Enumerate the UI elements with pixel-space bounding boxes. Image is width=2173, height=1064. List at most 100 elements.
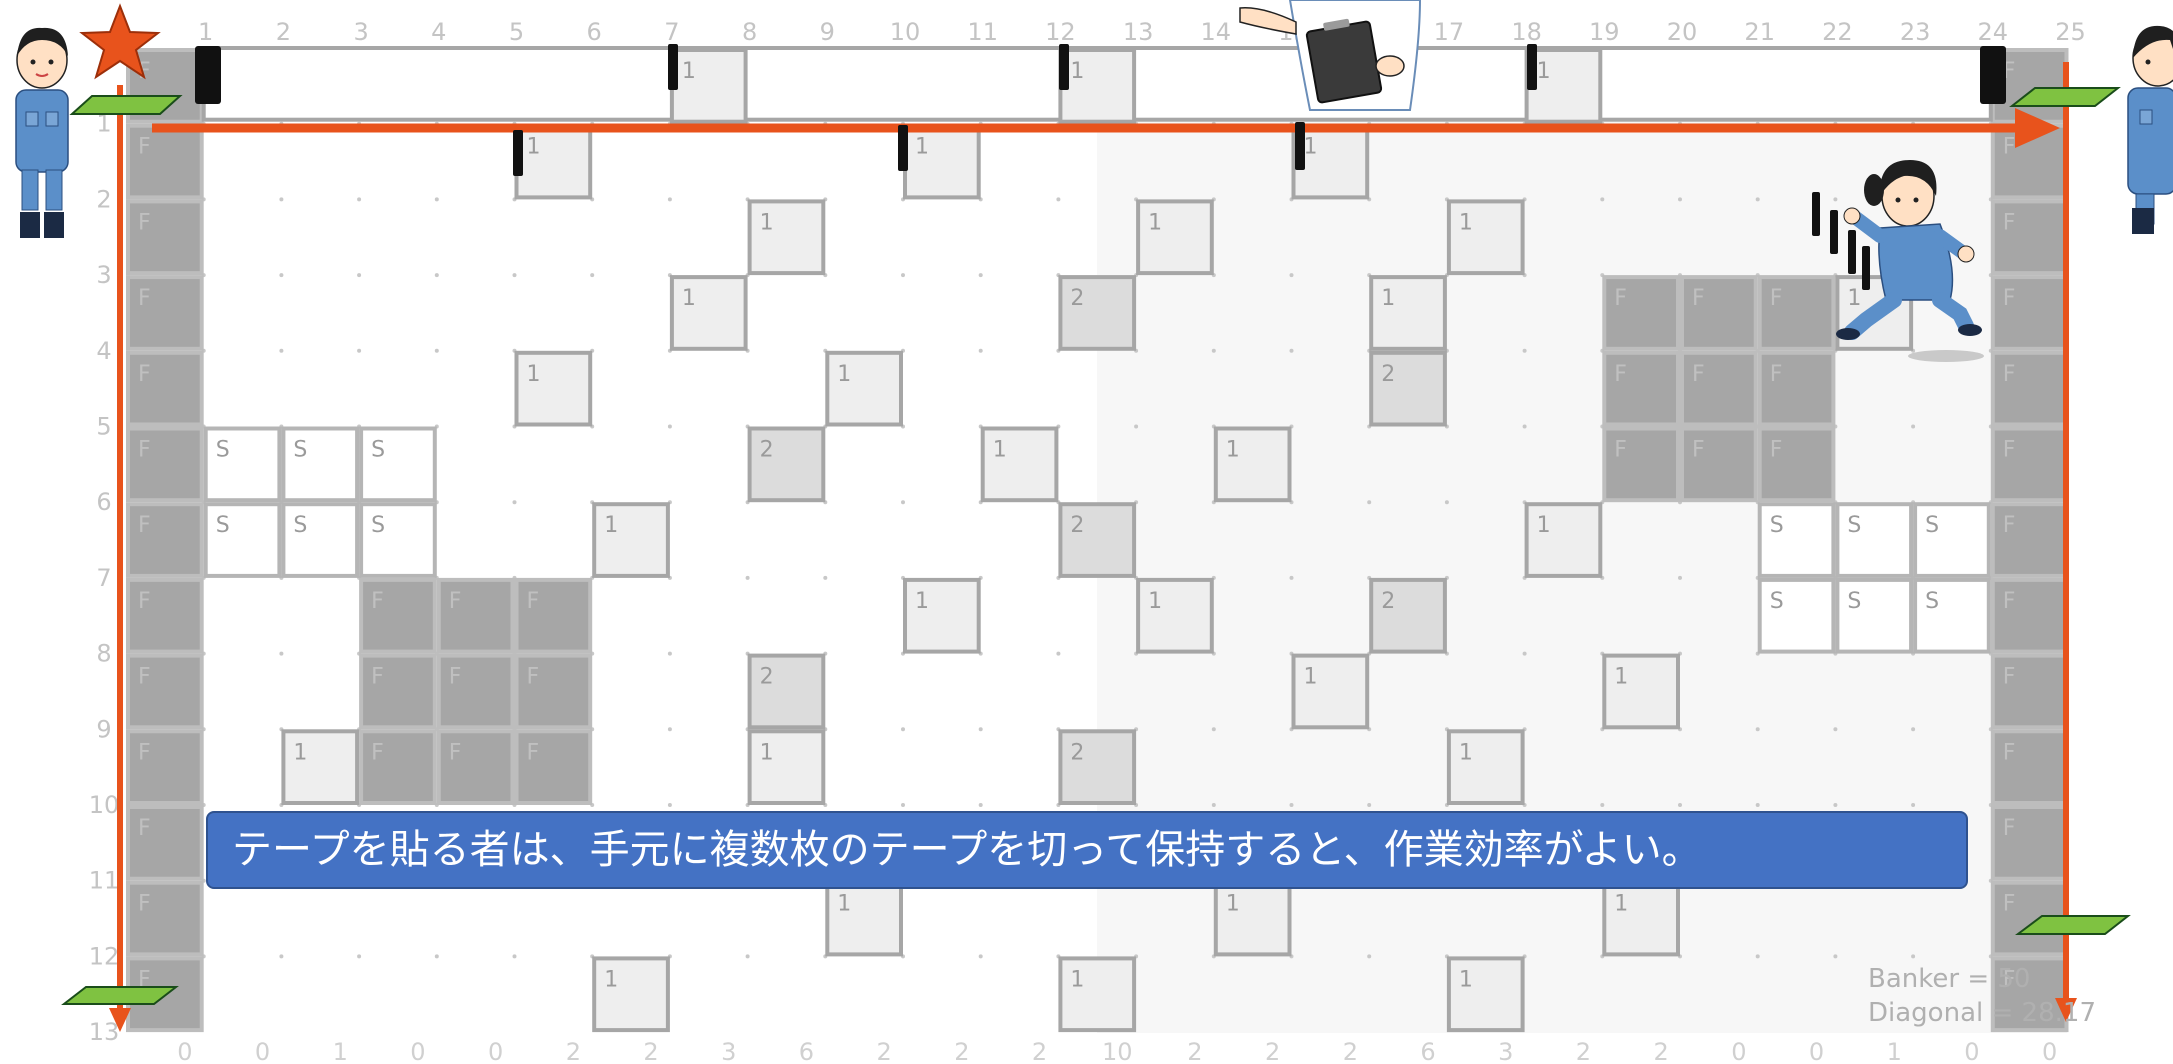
grid-dot	[279, 197, 284, 202]
frame-label: F	[2003, 210, 2016, 235]
column-total: 3	[721, 1038, 736, 1064]
cell-value: 1	[682, 286, 696, 311]
floor-marker-icon	[69, 95, 183, 115]
reserved-label: F	[371, 589, 384, 614]
tape-icon	[1295, 122, 1305, 170]
column-total: 2	[1576, 1038, 1591, 1064]
frame-label: F	[138, 362, 151, 387]
grid-dot	[1833, 197, 1838, 202]
grid-dot	[1678, 803, 1682, 807]
reserved-cell	[436, 729, 515, 805]
numbered-cell	[1213, 880, 1292, 957]
grid-dot	[1367, 954, 1372, 959]
frame-label: F	[138, 438, 151, 463]
cell-value: 1	[760, 740, 774, 765]
tape-icon	[513, 130, 523, 176]
grid-dot	[1911, 954, 1916, 959]
numbered-cell	[1058, 48, 1137, 124]
column-total: 6	[799, 1038, 814, 1064]
row-label: 2	[96, 185, 111, 213]
row-label: 1	[96, 110, 111, 138]
grid-dot	[357, 954, 362, 959]
column-total: 2	[1343, 1038, 1358, 1064]
reserved-label: F	[527, 589, 540, 614]
column-total: 0	[488, 1038, 503, 1064]
grid-dot	[978, 273, 983, 278]
seat-label: S	[216, 513, 230, 538]
seat-label: S	[1847, 513, 1861, 538]
numbered-cell	[514, 123, 593, 200]
col-label: 7	[664, 18, 679, 46]
col-label: 9	[820, 18, 835, 46]
cell-value: 1	[837, 892, 851, 917]
star-icon	[79, 3, 161, 80]
cell-value: 1	[1614, 892, 1628, 917]
grid-dot	[667, 651, 672, 656]
grid-dot	[901, 727, 905, 732]
grid-dot	[1678, 197, 1682, 202]
reserved-label: F	[449, 665, 462, 690]
supervisor-icon	[1239, 0, 1422, 111]
numbered-cell	[1369, 577, 1447, 654]
numbered-cell	[514, 350, 593, 427]
grid-dot	[1522, 348, 1527, 353]
tape-icon	[1830, 210, 1838, 254]
reserved-cell	[1602, 426, 1681, 503]
reserved-cell	[1757, 275, 1836, 351]
cell-value: 1	[993, 438, 1007, 463]
grid-dot	[1755, 954, 1760, 959]
grid-dot	[1755, 727, 1760, 732]
tape-icon	[1848, 230, 1856, 274]
seat-cell	[1835, 502, 1914, 578]
grid-dot	[279, 348, 284, 353]
cell-value: 2	[1070, 286, 1084, 311]
cell-value: 1	[527, 135, 541, 160]
grid-dot	[357, 348, 362, 353]
grid-dot	[1211, 803, 1216, 807]
cell-value: 1	[1381, 286, 1395, 311]
numbered-cell	[281, 729, 360, 805]
tape-icon	[1812, 192, 1820, 236]
frame-label: F	[138, 816, 151, 841]
grid-dot	[1211, 348, 1216, 353]
cell-value: 1	[1148, 210, 1162, 235]
cell-value: 1	[1070, 59, 1084, 84]
numbered-cell	[1213, 426, 1292, 503]
banker-label: Banker =	[1868, 964, 1998, 994]
frame-label: F	[2003, 892, 2016, 917]
cell-layer	[126, 46, 2069, 1033]
col-label: 2	[276, 18, 291, 46]
row-label: 13	[89, 1018, 120, 1046]
cell-value: 1	[527, 362, 541, 387]
cell-value: 2	[760, 438, 774, 463]
numbered-cell	[1446, 729, 1525, 805]
row-label: 4	[96, 337, 111, 365]
reserved-label: F	[1614, 362, 1627, 387]
grid-dot	[512, 273, 517, 278]
column-total: 0	[1731, 1038, 1746, 1064]
numbered-cell	[1058, 275, 1137, 351]
tape-icon	[1980, 46, 2006, 104]
numbered-cell	[1291, 123, 1370, 200]
grid-dot	[1522, 651, 1527, 656]
col-label: 5	[509, 18, 524, 46]
banker-score: Banker = 50	[1868, 962, 2096, 996]
numbered-cell	[1058, 502, 1137, 578]
seat-cell	[203, 426, 282, 503]
cell-value: 1	[1537, 59, 1551, 84]
numbered-cell	[1369, 350, 1447, 427]
frame-cell	[126, 123, 204, 200]
col-label: 19	[1589, 18, 1620, 46]
frame-label: F	[2003, 135, 2016, 160]
column-total: 2	[566, 1038, 581, 1064]
grid-dot	[1678, 575, 1682, 580]
frame-cell	[126, 805, 204, 881]
column-total: 2	[1187, 1038, 1202, 1064]
reserved-label: F	[1614, 438, 1627, 463]
grid-dot	[1600, 803, 1605, 807]
numbered-cell	[1524, 502, 1603, 578]
reserved-label: F	[449, 740, 462, 765]
grid-dot	[978, 803, 983, 807]
reserved-cell	[359, 577, 437, 654]
col-label: 22	[1822, 18, 1853, 46]
